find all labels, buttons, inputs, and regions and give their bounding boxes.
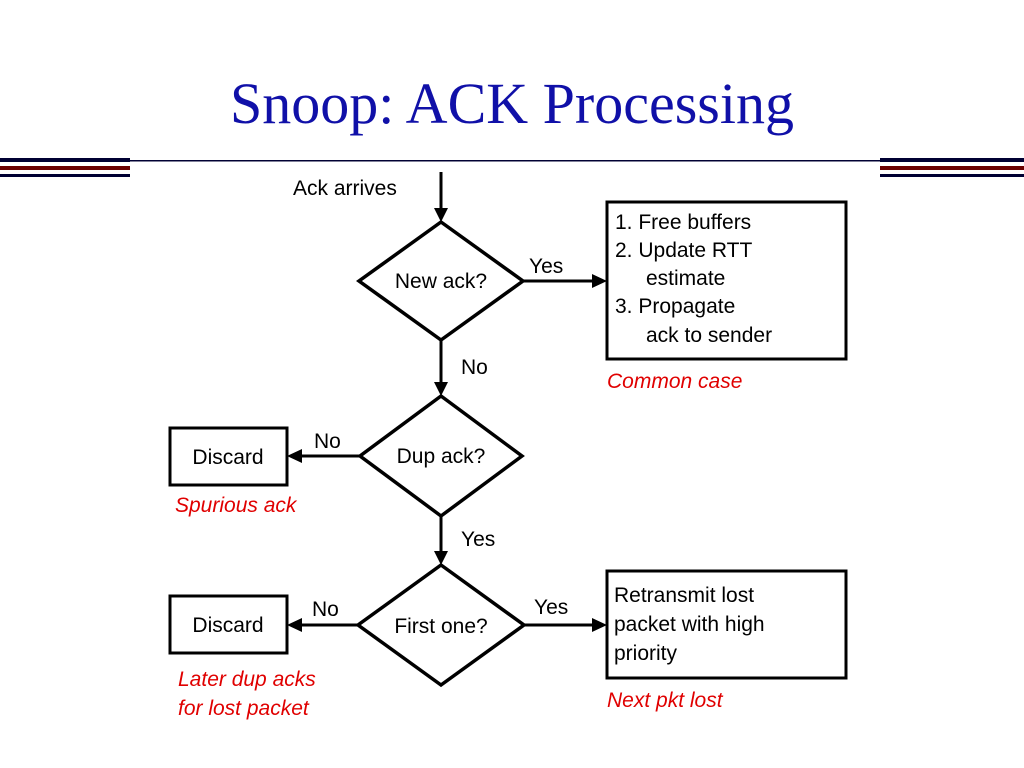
dup-yes-arrowhead — [434, 551, 448, 565]
discard-label-2: Discard — [192, 614, 263, 637]
decision-first-one-label: First one? — [394, 615, 487, 638]
edge-first-no: No — [312, 598, 339, 621]
slide-title: Snoop: ACK Processing — [230, 71, 794, 136]
new-no-arrowhead — [434, 382, 448, 396]
annotation-next-pkt-lost: Next pkt lost — [607, 689, 724, 712]
discard-box-later — [168, 594, 289, 655]
retransmit-line-2: packet with high — [614, 613, 765, 636]
common-box-line-4: 3. Propagate — [615, 295, 735, 318]
decision-first-one — [355, 562, 527, 688]
annotation-spurious-ack: Spurious ack — [175, 494, 298, 517]
header-rule-thin — [130, 160, 880, 162]
first-no-arrowhead — [287, 618, 302, 632]
annotation-later-dup-line-1: Later dup acks — [178, 668, 316, 691]
start-arrowhead — [434, 208, 448, 222]
decision-new-ack-label: New ack? — [395, 270, 487, 293]
retransmit-line-1: Retransmit lost — [614, 584, 754, 607]
common-box-line-5: ack to sender — [646, 324, 772, 347]
header-rule-left — [0, 158, 130, 177]
edge-new-yes: Yes — [529, 255, 563, 278]
start-label: Ack arrives — [293, 177, 397, 200]
common-case-box — [605, 200, 848, 361]
common-box-line-2: 2. Update RTT — [615, 239, 753, 262]
new-yes-arrowhead — [592, 274, 607, 288]
decision-dup-ack-label: Dup ack? — [397, 445, 486, 468]
dup-no-arrowhead — [287, 449, 302, 463]
common-box-line-3: estimate — [646, 267, 725, 290]
edge-first-yes: Yes — [534, 596, 568, 619]
header-rule-right — [880, 158, 1024, 177]
edge-dup-yes: Yes — [461, 528, 495, 551]
first-yes-arrowhead — [592, 618, 607, 632]
common-box-line-1: 1. Free buffers — [615, 211, 751, 234]
discard-label-1: Discard — [192, 446, 263, 469]
edge-dup-no: No — [314, 430, 341, 453]
annotation-later-dup-line-2: for lost packet — [178, 697, 310, 720]
annotation-common-case: Common case — [607, 370, 742, 393]
retransmit-line-3: priority — [614, 642, 678, 665]
retransmit-box — [605, 569, 848, 680]
edge-new-no: No — [461, 356, 488, 379]
discard-box-spurious — [168, 426, 289, 487]
